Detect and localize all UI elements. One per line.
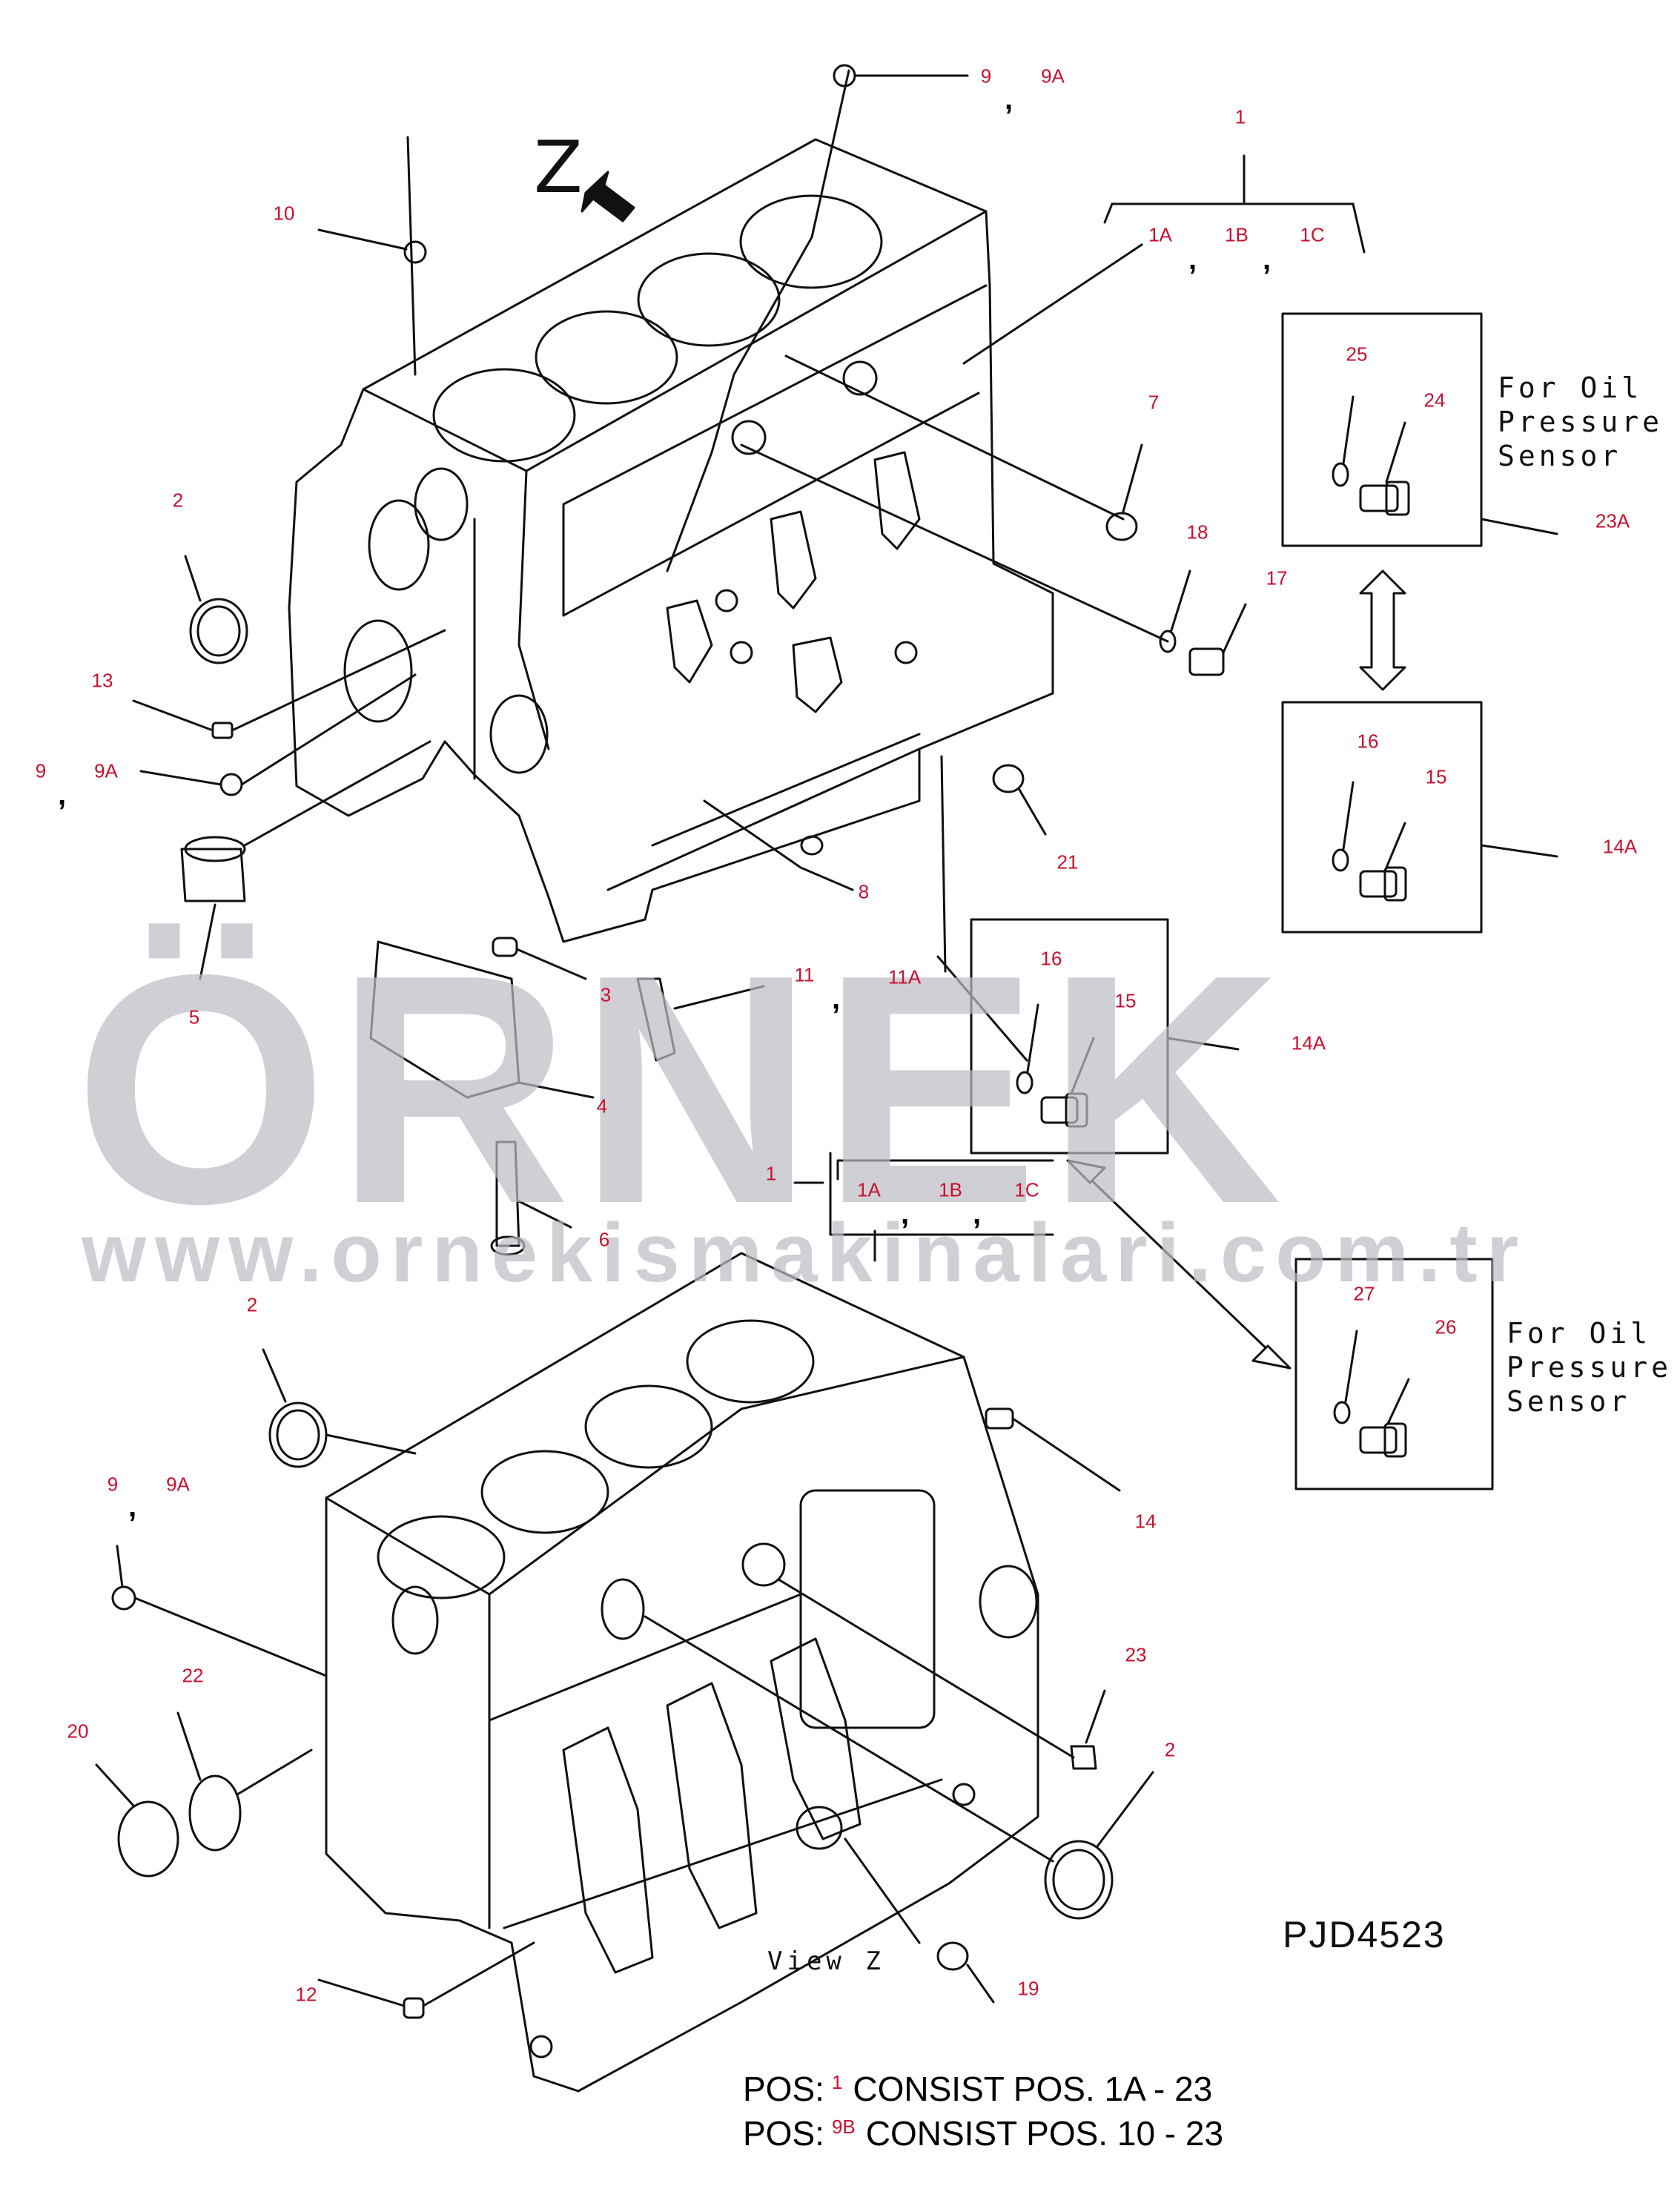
callout-label: 23A <box>1595 509 1630 532</box>
callout-label: 12 <box>295 1983 317 2006</box>
callout-label: 14A <box>1602 835 1638 858</box>
callout-label: 2 <box>246 1293 258 1316</box>
callout-label: 17 <box>1266 567 1288 590</box>
sensor-note-upper: For Oil Pressure Sensor <box>1498 372 1664 472</box>
comma-separator: , <box>1263 243 1271 276</box>
callout-label: 11 <box>794 963 815 986</box>
parts-lower <box>95 1152 1154 2019</box>
callout-label: 14 <box>1134 1510 1157 1533</box>
footnote-prefix: POS: <box>743 2114 824 2153</box>
callout-label: 1C <box>1300 223 1325 246</box>
comma-separator: , <box>973 1198 982 1230</box>
sensor-note-lower: For Oil Pressure Sensor <box>1507 1317 1673 1418</box>
sensor-box-lower <box>1294 1258 1494 1490</box>
callout-label: 9 <box>35 759 47 782</box>
callout-label: 2 <box>172 489 184 512</box>
footnote-pos-1: POS: 1 CONSIST POS. 1A - 23 <box>743 2069 1212 2109</box>
callout-brackets <box>793 154 1366 1184</box>
callout-label: 23 <box>1125 1643 1147 1666</box>
callout-label: 20 <box>67 1720 89 1743</box>
footnote-pos-9b: POS: 9B CONSIST POS. 10 - 23 <box>743 2113 1223 2153</box>
sensor-box-23a <box>1281 312 1558 547</box>
comma-separator: , <box>901 1198 910 1230</box>
comma-separator: , <box>1188 243 1197 276</box>
comma-separator: , <box>58 779 67 811</box>
drawing-code: PJD4523 <box>1283 1914 1446 1955</box>
callout-label: 18 <box>1186 521 1208 544</box>
view-z-arrow <box>581 171 635 222</box>
view-z-label: View Z <box>767 1947 885 1976</box>
callout-label: 22 <box>182 1664 204 1687</box>
callout-label: 1A <box>1148 223 1172 246</box>
comma-separator: , <box>128 1490 137 1523</box>
callout-label: 9 <box>980 65 992 87</box>
double-arrow-diagonal <box>1066 1159 1292 1370</box>
callout-label: 19 <box>1017 1977 1039 2000</box>
callout-label: 15 <box>1425 765 1447 788</box>
footnote-ref: 1 <box>831 2070 843 2093</box>
comma-separator: , <box>832 983 841 1015</box>
lower-cylinder-block-view-z <box>325 1252 1039 2093</box>
callout-label: 16 <box>1040 947 1062 970</box>
callout-label: 13 <box>91 669 113 692</box>
callout-label: 1C <box>1014 1178 1039 1201</box>
callout-label: 27 <box>1353 1282 1375 1305</box>
callout-label: 5 <box>188 1006 200 1028</box>
callout-label: 26 <box>1435 1315 1457 1338</box>
callout-label: 14A <box>1291 1031 1326 1054</box>
callout-label: 3 <box>600 983 612 1006</box>
callout-label: 16 <box>1357 730 1379 753</box>
sensor-box-14a-mid <box>970 918 1240 1155</box>
footnote-prefix: POS: <box>743 2070 824 2108</box>
callout-label: 4 <box>596 1094 608 1117</box>
parts-upper <box>132 64 1247 1256</box>
callout-label: 1B <box>1225 223 1249 246</box>
callout-label: 25 <box>1346 343 1368 366</box>
view-z-letter: Z <box>534 126 583 209</box>
callout-label: 9A <box>1041 65 1065 87</box>
footnote-text: CONSIST POS. 1A - 23 <box>853 2070 1213 2108</box>
double-arrow-vertical <box>1359 569 1406 691</box>
callout-label: 21 <box>1056 851 1079 874</box>
comma-separator: , <box>1005 83 1013 116</box>
sensor-box-14a-right <box>1281 701 1558 934</box>
upper-cylinder-block <box>288 69 1054 943</box>
watermark-url: www.ornekismakinalari.com.tr <box>82 1206 1528 1299</box>
callout-label: 1 <box>1234 105 1246 128</box>
watermark-logo: ÖRNEK <box>74 908 1289 1272</box>
callout-label: 8 <box>858 880 870 903</box>
callout-label: 24 <box>1423 389 1446 412</box>
callout-label: 6 <box>598 1228 610 1251</box>
callout-label: 7 <box>1148 391 1160 414</box>
callout-label: 11A <box>887 965 922 988</box>
callout-label: 9A <box>94 759 118 782</box>
callout-label: 2 <box>1164 1738 1176 1761</box>
callout-label: 15 <box>1114 989 1137 1012</box>
callout-label: 1A <box>857 1178 881 1201</box>
callout-label: 10 <box>273 202 295 225</box>
callout-label: 1 <box>765 1162 777 1185</box>
callout-label: 9A <box>166 1473 190 1496</box>
callout-label: 1B <box>939 1178 962 1201</box>
callout-label: 9 <box>107 1473 119 1496</box>
footnote-text: CONSIST POS. 10 - 23 <box>865 2114 1224 2153</box>
footnote-ref: 9B <box>831 2115 856 2138</box>
